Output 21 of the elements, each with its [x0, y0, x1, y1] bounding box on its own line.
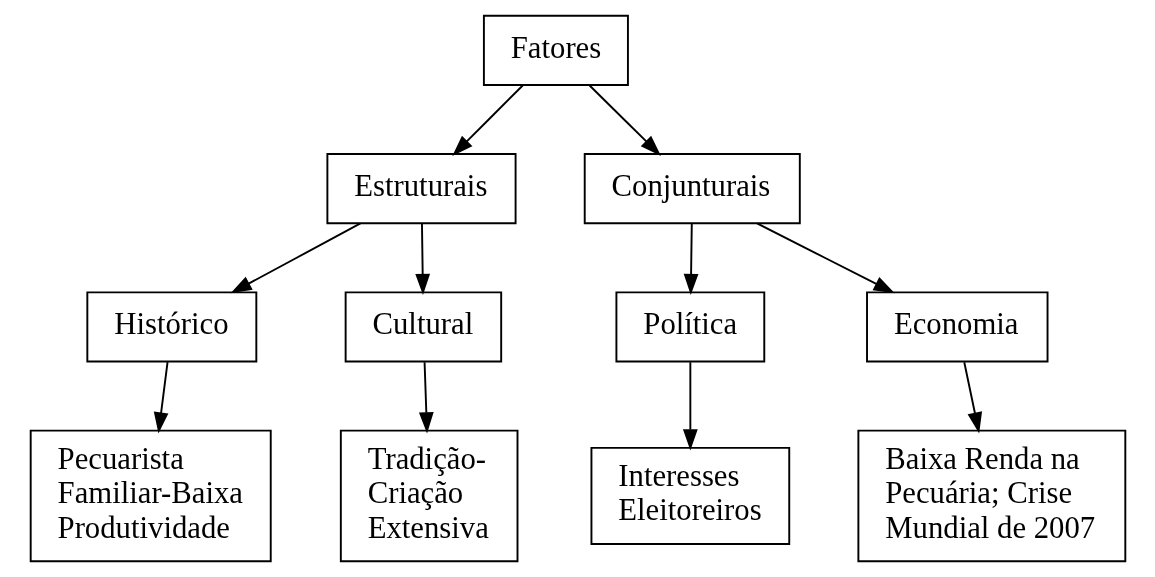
node-box: Pecuarista Familiar-Baixa Produtividade [29, 429, 272, 563]
node-box: Estruturais [325, 153, 517, 225]
arrow [962, 361, 982, 434]
arrow [153, 361, 168, 434]
arrow [588, 84, 661, 156]
arrow [414, 222, 430, 296]
node-box: Baixa Renda na Pecuária; Crise Mundial de 2007 [856, 429, 1126, 563]
node-box: Interesses Eleitoreiros [590, 446, 790, 545]
arrow [682, 361, 698, 451]
node-box: Economia [865, 291, 1048, 363]
node-box: Fatores [482, 14, 629, 86]
arrow [755, 222, 895, 294]
node-box: Política [614, 291, 765, 363]
node-box: Conjunturais [583, 153, 801, 225]
arrow [230, 222, 361, 294]
node-box: Histórico [85, 291, 257, 363]
arrow [683, 222, 698, 296]
arrow [451, 84, 524, 156]
node-box: Cultural [344, 291, 502, 363]
node-box: Tradição- Criação Extensiva [339, 429, 518, 563]
arrow [418, 361, 434, 434]
